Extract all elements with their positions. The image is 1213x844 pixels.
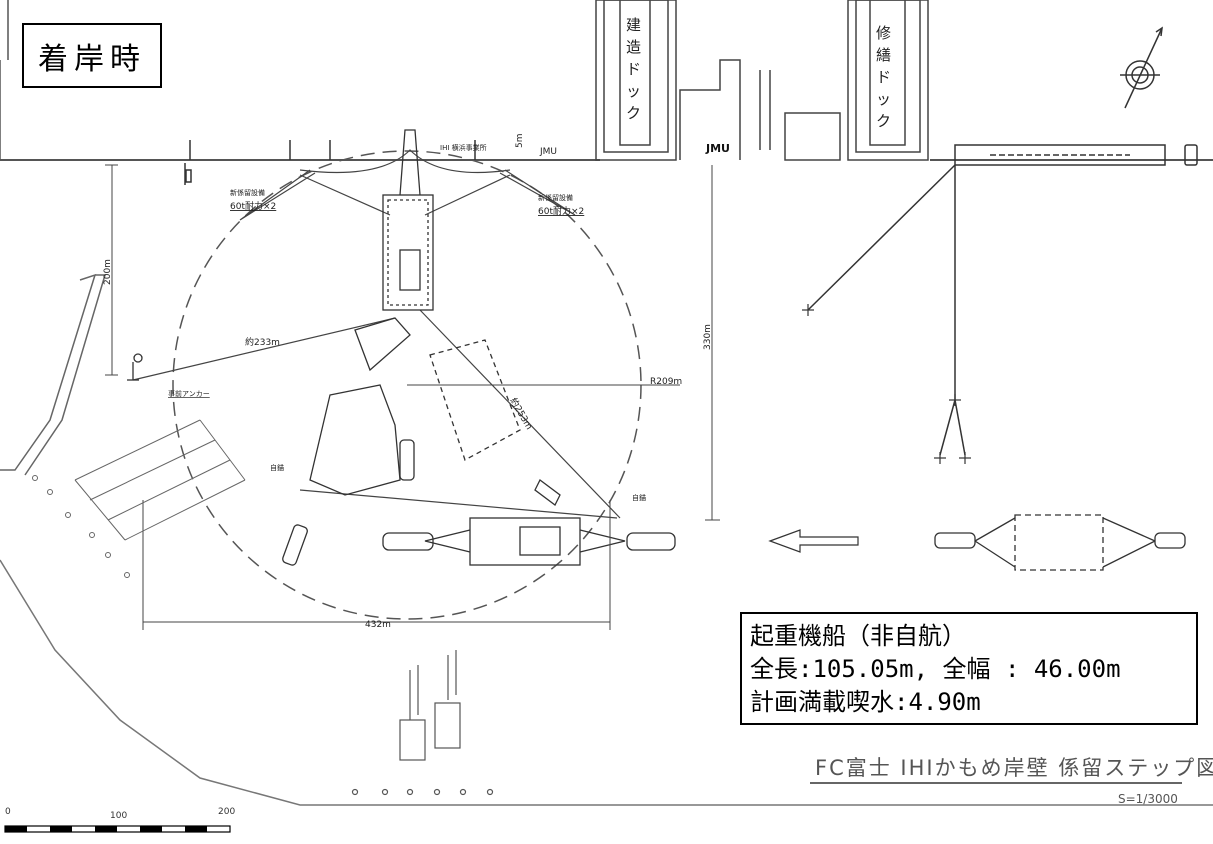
jmu-building [679, 59, 841, 161]
build-dock-char-4: ッ [626, 82, 641, 100]
crane-barge-final [382, 517, 676, 566]
ihi-office-label: IHI 横浜事業所 [440, 143, 487, 152]
figure-title: FC富士 IHIかもめ岸壁 係留ステップ図 [815, 756, 1213, 780]
pier [807, 144, 1198, 456]
new-mooring-left-label: 新係留設備 [230, 188, 265, 197]
capacity-right-label: 60t耐力×2 [538, 205, 584, 217]
vessel-spec-box: 起重機船（非自航） 全長:105.05m, 全幅 : 46.00m 計画満載喫水… [740, 612, 1198, 725]
jmu-building-label: JMU [705, 142, 730, 155]
berthing-title-box: 着岸時 [22, 23, 162, 88]
crane-barge-berthed [382, 129, 434, 311]
repair-dock-char-1: 修 [876, 24, 891, 42]
approx-253m-label: 約253m [507, 396, 535, 432]
build-dock-char-1: 建 [626, 16, 641, 34]
anchor-marks-right [802, 304, 971, 464]
mooring-lines [132, 149, 621, 519]
build-dock [595, 0, 677, 161]
scale-label-100: 100 [110, 811, 127, 821]
build-dock-char-5: ク [626, 104, 641, 122]
build-dock-label: 建 造 ド ッ ク [626, 16, 641, 122]
vessel-type: 起重機船（非自航） [750, 622, 966, 650]
scale-bar: 0 100 200 [4, 807, 235, 833]
figure-title-underline [810, 782, 1182, 784]
shore-boundary [0, 559, 1213, 806]
depth-5m-label: 5m [515, 134, 525, 149]
jmu-small-label: JMU [539, 147, 557, 157]
berth-slips [32, 419, 246, 578]
self-anchor-right-label: 自錨 [632, 493, 646, 502]
scale-label-0: 0 [5, 807, 11, 817]
repair-dock-char-3: ド [876, 68, 891, 86]
north-compass-icon [1120, 26, 1163, 109]
build-dock-char-3: ド [626, 60, 641, 78]
approx-233m-label: 約233m [245, 336, 280, 348]
vessel-dimensions: 全長:105.05m, 全幅 : 46.00m [750, 655, 1121, 683]
dim-432m-label: 432m [365, 620, 391, 630]
repair-dock-char-2: 繕 [876, 46, 891, 64]
capacity-left-label: 60t耐力×2 [230, 200, 276, 212]
dim-330m-label: 330m [703, 324, 713, 350]
left-shore [0, 0, 9, 160]
new-mooring-right-label: 新係留設備 [538, 193, 573, 202]
berthing-title: 着岸時 [38, 41, 146, 77]
repair-dock-label: 修 繕 ド ッ ク [876, 24, 891, 130]
build-dock-char-2: 造 [626, 38, 641, 56]
bottom-dolphins [351, 650, 494, 796]
scale-label-200: 200 [218, 807, 235, 817]
arrival-position [934, 514, 1186, 571]
repair-dock [847, 0, 929, 161]
crane-barge-rotating [282, 317, 561, 566]
dimension-lines [105, 164, 720, 630]
vessel-draft: 計画満載喫水:4.90m [750, 688, 981, 716]
quay-markers [184, 140, 476, 185]
anchor-icon [127, 353, 143, 381]
pre-anchor-label: 事前アンカー [168, 389, 210, 398]
figure-scale: S=1/3000 [1118, 792, 1178, 806]
radius-label: R209m [650, 377, 682, 387]
self-anchor-left-label: 自錨 [270, 463, 284, 472]
repair-dock-char-4: ッ [876, 90, 891, 108]
direction-arrow-icon [768, 529, 859, 553]
repair-dock-char-5: ク [876, 112, 891, 130]
dim-200m-label: 200m [103, 259, 113, 285]
breakwater [0, 273, 107, 476]
